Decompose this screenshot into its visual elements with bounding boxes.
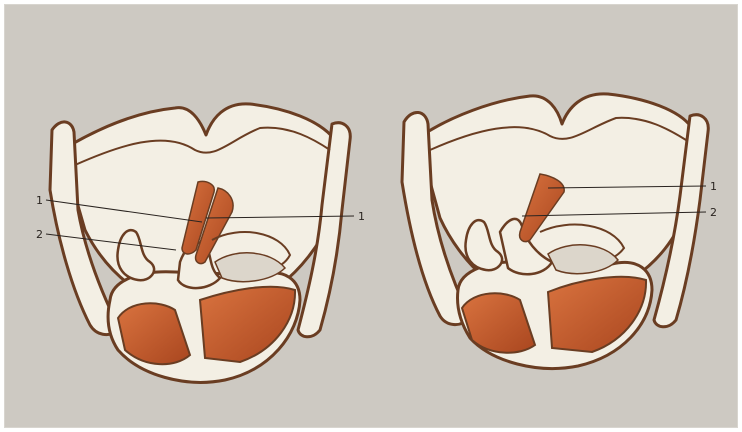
- right-cricoid-muscle-right: [548, 277, 646, 352]
- right-label-1: 1: [710, 180, 717, 193]
- left-cricoid-muscle-right: [200, 287, 295, 362]
- left-label-2: 2: [36, 228, 43, 241]
- left-larynx: 1 2 1: [36, 104, 365, 383]
- left-label-1b: 1: [358, 210, 365, 223]
- right-label-2: 2: [710, 206, 717, 219]
- left-label-1a: 1: [36, 194, 43, 207]
- right-larynx: 1 2: [402, 94, 717, 369]
